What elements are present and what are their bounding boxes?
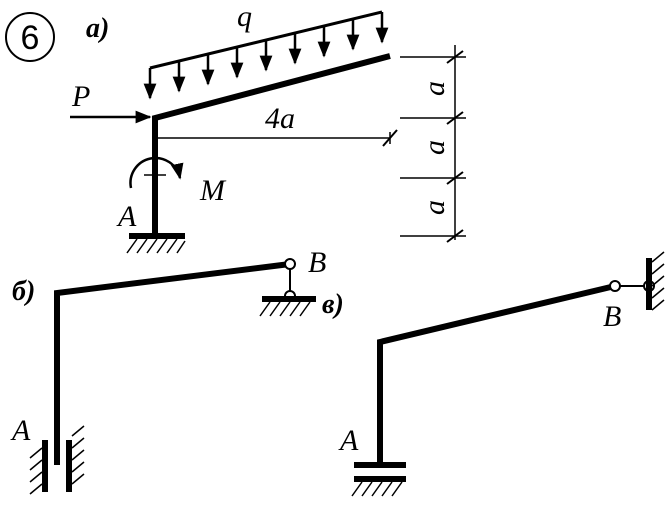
part-c-frame: в) B A bbox=[322, 251, 665, 497]
part-a-frame: а) q P M bbox=[70, 0, 466, 254]
sliding-support-a: A bbox=[338, 424, 406, 497]
frame-b-members bbox=[54, 261, 291, 465]
support-a-label: A bbox=[338, 424, 359, 457]
problem-number-badge: 6 bbox=[5, 12, 55, 62]
support-a-label: A bbox=[116, 200, 137, 233]
part-c-label: в) bbox=[322, 289, 344, 320]
part-a-label: а) bbox=[86, 13, 109, 44]
height-label-3: a bbox=[418, 200, 451, 215]
pinned-support-b: B bbox=[259, 246, 326, 317]
part-b-label: б) bbox=[12, 276, 35, 307]
part-b-frame: б) B A bbox=[10, 246, 326, 495]
support-a-label: A bbox=[10, 414, 31, 447]
span-dimension: 4a bbox=[155, 102, 398, 147]
load-q-label: q bbox=[237, 0, 252, 33]
span-label: 4a bbox=[265, 102, 295, 135]
height-label-2: a bbox=[418, 140, 451, 155]
height-dimension: a a a bbox=[400, 45, 466, 243]
support-b-label: B bbox=[603, 300, 621, 333]
moment-m-label: M bbox=[199, 174, 227, 207]
distributed-load-q: q bbox=[143, 0, 389, 100]
force-p-label: P bbox=[71, 80, 90, 113]
support-b-label: B bbox=[308, 246, 326, 279]
frame-a-members bbox=[152, 53, 391, 236]
moment-m: M bbox=[129, 156, 227, 207]
problem-number: 6 bbox=[21, 19, 40, 57]
sliding-support-a: A bbox=[10, 414, 85, 495]
height-label-1: a bbox=[418, 81, 451, 96]
force-p: P bbox=[70, 80, 152, 124]
frame-c-members bbox=[377, 283, 616, 462]
pinned-support-b: B bbox=[603, 251, 665, 333]
fixed-support-a: A bbox=[116, 200, 186, 254]
